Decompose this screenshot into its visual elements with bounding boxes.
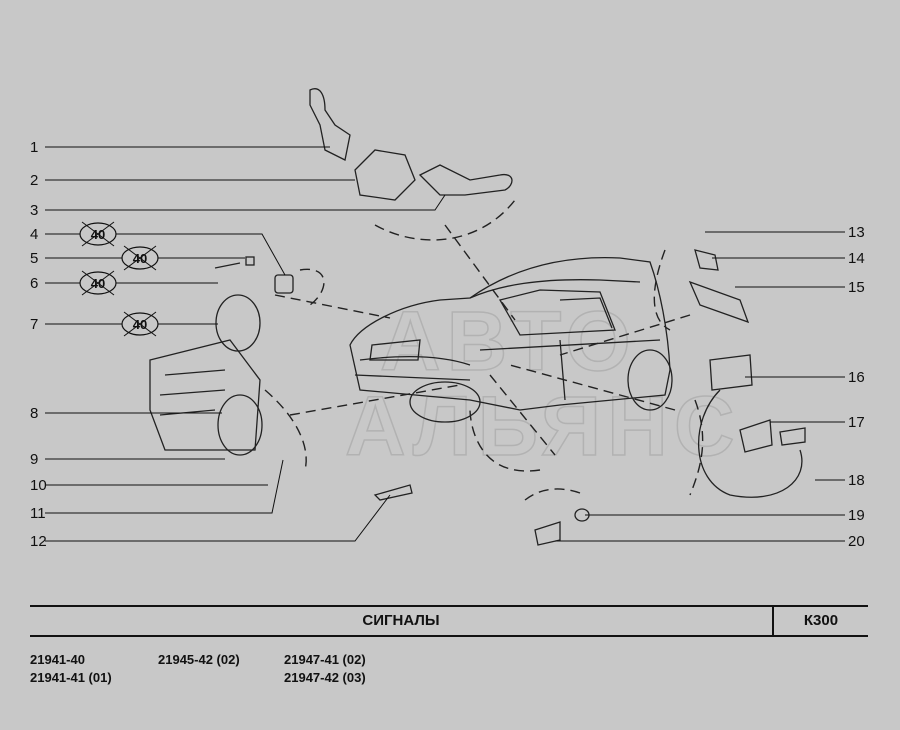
watermark-line-1: АВТО xyxy=(380,294,637,388)
callout-12: 12 xyxy=(30,533,47,550)
callout-18: 18 xyxy=(848,472,865,489)
zone-dashes xyxy=(264,199,704,501)
parts-diagram: АВТО АЛЬЯНС xyxy=(30,88,865,550)
model-code: 21947-41 (02) xyxy=(284,652,366,667)
model-code: 21941-41 (01) xyxy=(30,670,112,685)
badge-40-d: 40 xyxy=(121,311,159,337)
badge-40-c: 40 xyxy=(79,270,117,296)
callout-14: 14 xyxy=(848,250,865,267)
section-title-bar: СИГНАЛЫ К300 xyxy=(30,605,868,637)
badge-40-b: 40 xyxy=(121,245,159,271)
callout-7: 7 xyxy=(30,316,38,333)
callout-5: 5 xyxy=(30,250,38,267)
model-code: 21941-40 xyxy=(30,652,85,667)
leader-lines xyxy=(45,146,845,542)
badge-40-d-label: 40 xyxy=(133,317,147,332)
callout-11: 11 xyxy=(30,505,46,522)
callout-4: 4 xyxy=(30,226,38,243)
callout-8: 8 xyxy=(30,405,38,422)
car-illustration xyxy=(349,256,673,423)
callout-19: 19 xyxy=(848,507,865,524)
callout-3: 3 xyxy=(30,202,38,219)
callout-1: 1 xyxy=(30,139,38,156)
callout-6: 6 xyxy=(30,275,38,292)
callout-16: 16 xyxy=(848,369,865,386)
callout-2: 2 xyxy=(30,172,38,189)
model-code: 21947-42 (03) xyxy=(284,670,366,685)
callout-9: 9 xyxy=(30,451,38,468)
badge-40-a-label: 40 xyxy=(91,227,105,242)
callout-20: 20 xyxy=(848,533,865,550)
badge-40-c-label: 40 xyxy=(91,276,105,291)
callout-15: 15 xyxy=(848,279,865,296)
callout-10: 10 xyxy=(30,477,47,494)
badge-40-a: 40 xyxy=(79,221,117,247)
badge-40-b-label: 40 xyxy=(133,251,147,266)
callout-17: 17 xyxy=(848,414,865,431)
model-code: 21945-42 (02) xyxy=(158,652,240,667)
callout-13: 13 xyxy=(848,224,865,241)
section-code: К300 xyxy=(803,612,839,629)
watermark-line-2: АЛЬЯНС xyxy=(345,379,741,473)
section-title: СИГНАЛЫ xyxy=(30,607,774,635)
part-shapes xyxy=(149,88,806,546)
